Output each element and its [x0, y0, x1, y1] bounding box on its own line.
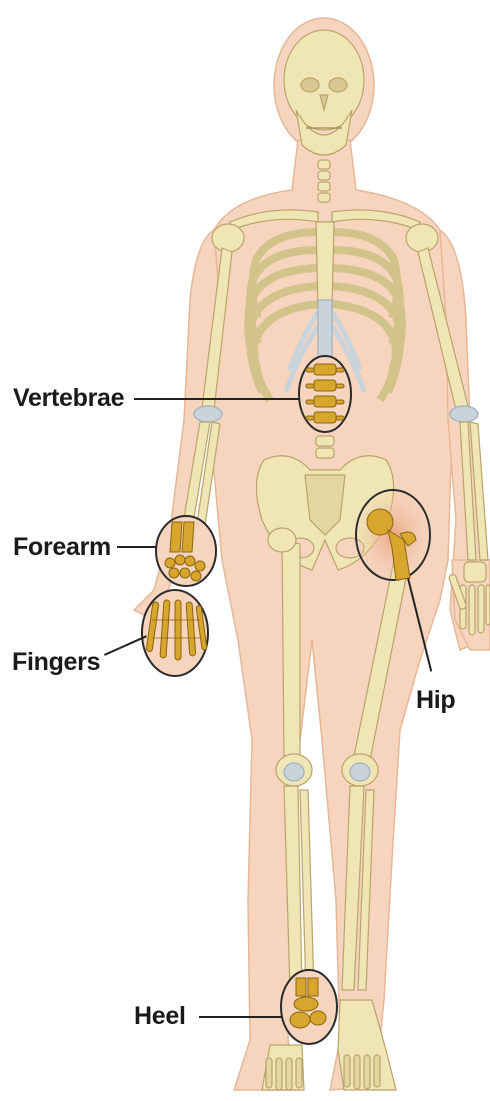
- left-foot: [338, 1000, 396, 1090]
- vertebrae-highlight: [299, 356, 351, 432]
- vertebrae-leader: [134, 398, 299, 400]
- heel-leader: [199, 1016, 282, 1018]
- label-vertebrae: Vertebrae: [13, 386, 124, 411]
- right-femur: [282, 540, 300, 760]
- label-forearm: Forearm: [13, 535, 111, 560]
- label-hip: Hip: [416, 688, 455, 713]
- heel-highlight: [281, 970, 337, 1044]
- hip-highlight: [356, 490, 430, 580]
- label-heel: Heel: [134, 1004, 186, 1029]
- forearm-highlight: [156, 516, 216, 586]
- label-fingers: Fingers: [12, 650, 100, 675]
- fingers-highlight: [142, 590, 208, 676]
- right-foot: [262, 1045, 304, 1090]
- forearm-leader: [117, 546, 156, 548]
